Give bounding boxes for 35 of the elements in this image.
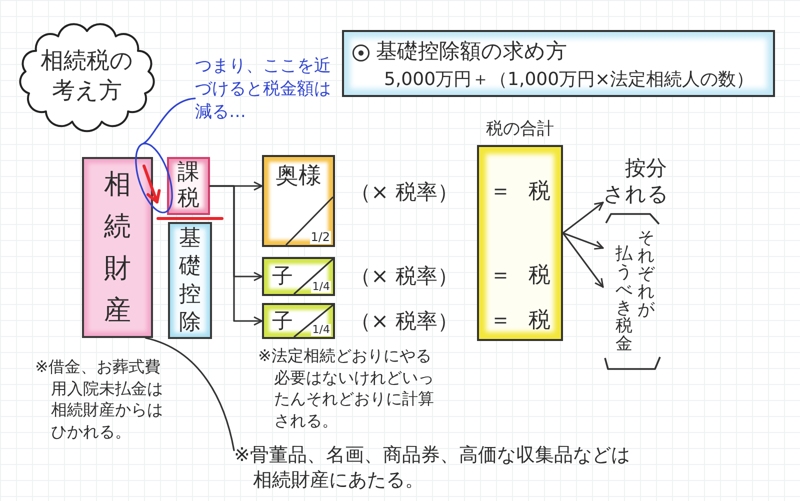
heir-label: 奥様 <box>276 163 322 191</box>
heir-label: 子 <box>272 309 293 334</box>
annotation-text: つまり、ここを近づけると税金額は減る… <box>195 55 341 124</box>
heir-box <box>262 303 335 339</box>
heading-text: 基礎控除額の求め方 <box>376 38 567 65</box>
arrow <box>562 232 604 288</box>
formula-text: 5,000万円＋（1,000万円×法定相続人の数） <box>384 68 754 92</box>
estate-box: 相続財産 <box>82 157 153 338</box>
leader-line <box>135 98 196 214</box>
rate-label: （× 税率） <box>350 179 458 205</box>
equation-text: ＝ 税 <box>490 308 550 334</box>
arrow <box>209 185 263 326</box>
arrow <box>562 202 604 234</box>
title-text: 相続税の考え方 <box>40 47 134 106</box>
deduction-box: 基礎控除 <box>168 222 212 339</box>
leader-line <box>145 337 235 452</box>
rate-label: （× 税率） <box>350 263 458 289</box>
vertical-text: それぞれが払うべき税金 <box>614 229 656 353</box>
rate-label: （× 税率） <box>350 308 458 334</box>
fraction-label: 1/4 <box>311 280 331 293</box>
fraction-label: 1/4 <box>311 324 331 336</box>
info-box <box>342 30 775 97</box>
note-text: ※骨董品、名画、商品券、高価な収集品などは相続財産にあたる。 <box>234 443 639 492</box>
note-text: ※法定相続どおりにやる必要はないけれどいったんそれどおりに計算される。 <box>258 345 435 432</box>
arrow <box>562 232 604 250</box>
note-text: ※借金、お葬式費用入院未払金は相続財産からはひかれる。 <box>35 356 163 442</box>
fraction-label: 1/2 <box>310 230 331 244</box>
equation-text: ＝ 税 <box>490 179 550 205</box>
annotation-text: 按分される <box>603 155 669 208</box>
taxable-box: 課税 <box>167 157 210 215</box>
heading-text: 税の合計 <box>486 118 554 141</box>
heir-box <box>262 257 335 296</box>
equation-text: ＝ 税 <box>490 263 550 289</box>
heir-label: 子 <box>272 264 293 290</box>
heir-box <box>262 155 335 247</box>
